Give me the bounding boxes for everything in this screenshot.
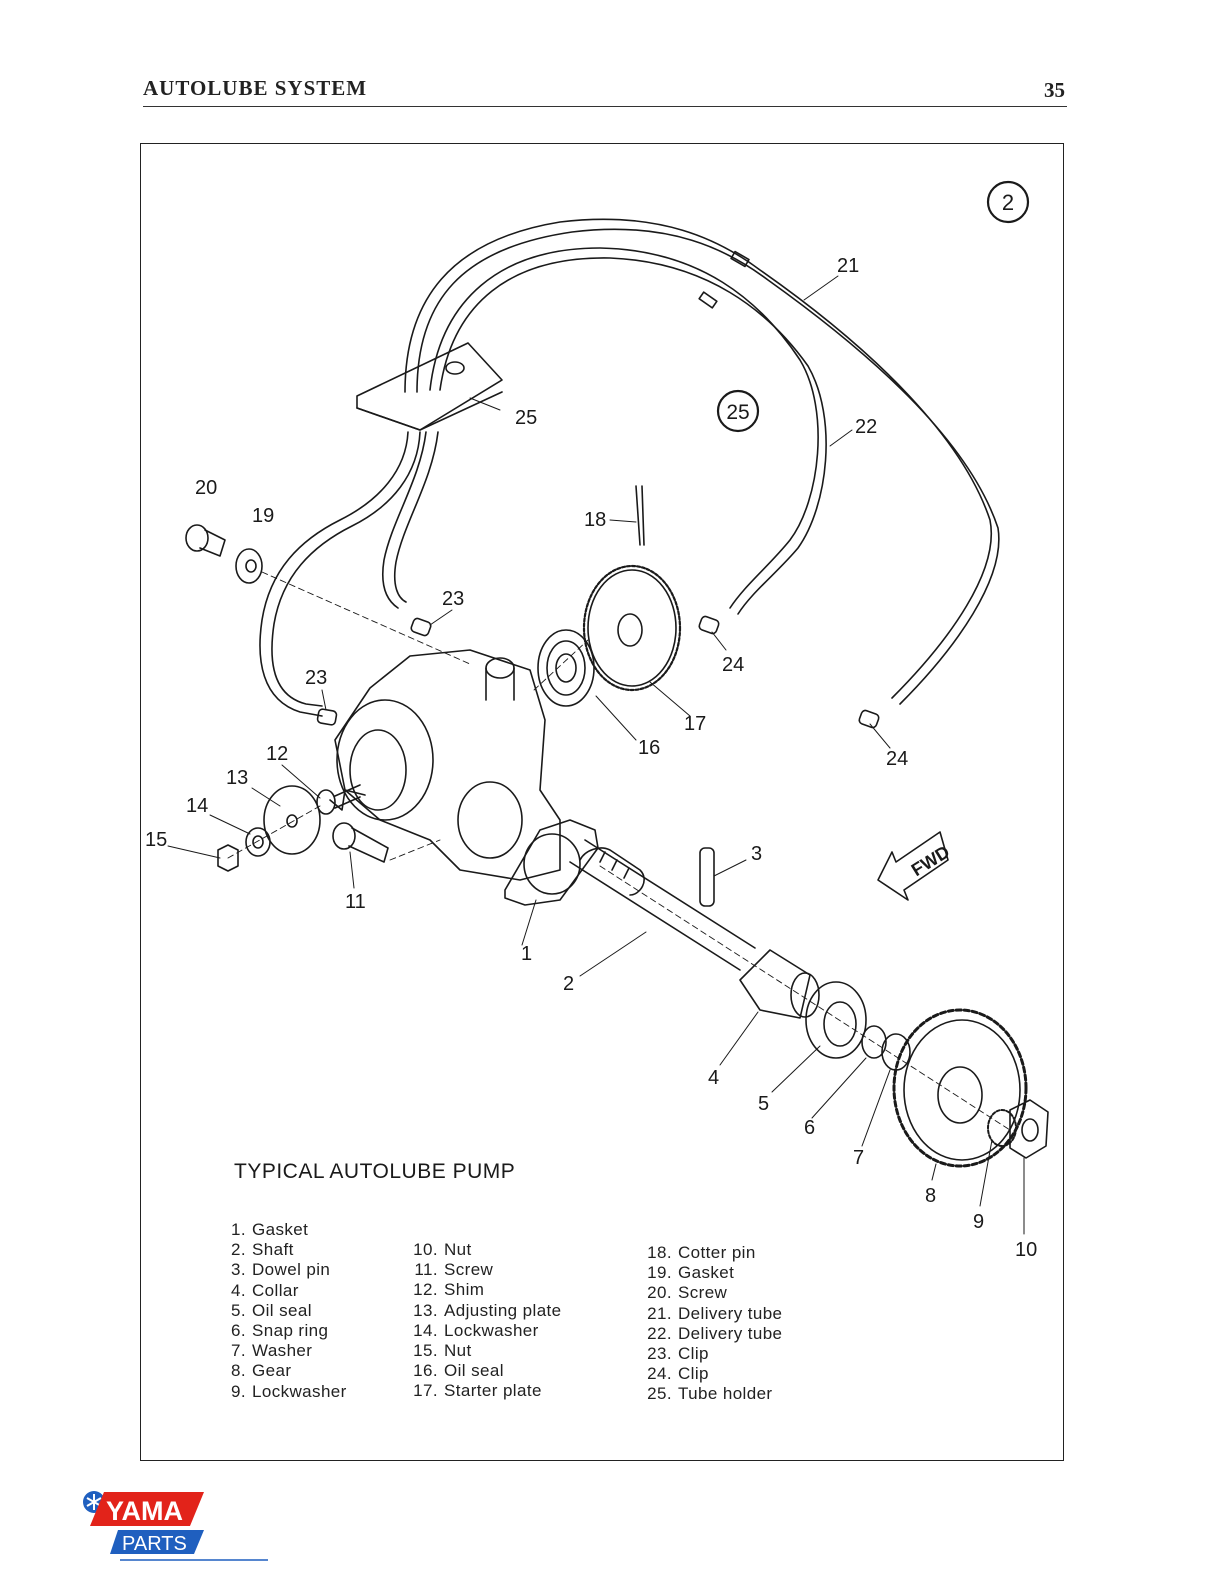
figure-caption: TYPICAL AUTOLUBE PUMP — [234, 1160, 516, 1183]
legend-item: 21.Delivery tube — [647, 1303, 783, 1323]
legend-item: 5.Oil seal — [231, 1300, 312, 1320]
legend-item: 8.Gear — [231, 1361, 292, 1381]
legend-item: 18.Cotter pin — [647, 1243, 756, 1262]
callout-24-right: 24 — [886, 748, 908, 770]
snap-ring-6 — [861, 1025, 887, 1059]
logo-text-parts: PARTS — [122, 1533, 187, 1555]
callout-23-top: 23 — [442, 588, 464, 610]
legend-item: 22.Delivery tube — [647, 1323, 783, 1343]
legend-column-2: 10.Nut 11.Screw 12.Shim 13.Adjusting pla… — [404, 1240, 562, 1402]
legend-column-1: 1.Gasket 2.Shaft 3.Dowel pin 4.Collar 5.… — [222, 1220, 347, 1402]
leader-lines — [167, 275, 1025, 1235]
legend-item: 10.Nut — [413, 1240, 472, 1259]
legend-item: 20.Screw — [647, 1283, 728, 1303]
callout-14: 14 — [186, 795, 208, 817]
figure-number: 2 — [1002, 190, 1014, 215]
view-callout: 25 — [726, 401, 749, 424]
starter-plate-17 — [582, 564, 682, 692]
legend-item: 4.Collar — [231, 1280, 299, 1300]
callout-8: 8 — [925, 1185, 936, 1207]
legend-column-3: 18.Cotter pin 19.Gasket 20.Screw 21.Deli… — [638, 1243, 782, 1405]
logo-text-yama: YAMA — [106, 1496, 183, 1526]
callout-22: 22 — [855, 416, 877, 438]
tube-holder — [356, 342, 503, 431]
oil-seal-16 — [537, 629, 595, 707]
legend-item: 15.Nut — [413, 1340, 472, 1360]
screw-11 — [332, 822, 389, 863]
page-header: AUTOLUBE SYSTEM 35 — [143, 72, 1067, 107]
legend-item: 3.Dowel pin — [231, 1260, 331, 1280]
gear-8 — [892, 1008, 1028, 1168]
legend-item: 25.Tube holder — [647, 1384, 773, 1404]
callout-17: 17 — [684, 713, 706, 735]
callout-16: 16 — [638, 737, 660, 759]
callout-3: 3 — [751, 843, 762, 865]
pump-body — [329, 649, 561, 881]
legend-item: 19.Gasket — [647, 1263, 735, 1283]
tuning-fork-glyph — [86, 1494, 102, 1510]
assembly-axes — [227, 571, 1011, 1131]
nut-10 — [1009, 1099, 1049, 1159]
logo-blue-band — [110, 1530, 204, 1554]
page-number: 35 — [1044, 78, 1065, 102]
collar-4 — [739, 949, 820, 1019]
clips — [316, 615, 880, 729]
legend-item: 12.Shim — [413, 1280, 485, 1300]
legend-item: 11.Screw — [414, 1260, 494, 1280]
legend-item: 6.Snap ring — [231, 1320, 329, 1340]
legend-item: 13.Adjusting plate — [413, 1300, 562, 1320]
callout-10: 10 — [1015, 1239, 1037, 1261]
figure-frame — [140, 143, 1064, 1461]
legend-item: 24.Clip — [647, 1364, 709, 1384]
oil-seal-5 — [805, 981, 867, 1059]
delivery-tubes — [259, 218, 1000, 717]
callout-4: 4 — [708, 1067, 719, 1089]
view-callout-circle — [716, 389, 760, 433]
gasket-1 — [504, 819, 599, 906]
cotter-pin-18 — [635, 485, 645, 546]
callout-labels: 2 25 FWD 1 2 3 4 5 6 7 8 9 10 11 12 13 1… — [145, 190, 1037, 1261]
callout-7: 7 — [853, 1147, 864, 1169]
section-title: AUTOLUBE SYSTEM — [143, 76, 368, 100]
legend-item: 1.Gasket — [231, 1220, 309, 1239]
legend-item: 16.Oil seal — [413, 1361, 504, 1381]
callout-18: 18 — [584, 509, 606, 531]
callout-20: 20 — [195, 477, 217, 499]
callout-5: 5 — [758, 1093, 769, 1115]
callout-13: 13 — [226, 767, 248, 789]
legend-item: 2.Shaft — [231, 1240, 294, 1260]
callout-23-left: 23 — [305, 667, 327, 689]
legend-item: 23.Clip — [647, 1343, 709, 1363]
legend-item: 14.Lockwasher — [413, 1320, 539, 1340]
callout-25: 25 — [515, 407, 537, 429]
screw-20 — [185, 524, 226, 557]
callout-19: 19 — [252, 505, 274, 527]
fwd-label: FWD — [908, 841, 953, 880]
callout-11: 11 — [345, 891, 366, 913]
callout-15: 15 — [145, 829, 167, 851]
logo-red-band — [90, 1492, 204, 1526]
adjust-parts — [217, 784, 361, 872]
legend-item: 17.Starter plate — [413, 1381, 542, 1401]
callout-2: 2 — [563, 973, 574, 995]
figure-number-circle — [986, 180, 1030, 224]
shaft-2 — [569, 839, 756, 971]
callout-24-mid: 24 — [722, 654, 744, 676]
fwd-arrow — [877, 831, 949, 901]
yamaparts-logo[interactable]: YAMA PARTS — [80, 1490, 270, 1562]
callout-21: 21 — [837, 255, 859, 277]
callout-1: 1 — [521, 943, 532, 965]
callout-9: 9 — [973, 1211, 984, 1233]
dowel-pin-3 — [699, 847, 715, 907]
callout-6: 6 — [804, 1117, 815, 1139]
lockwasher-9 — [987, 1109, 1017, 1147]
legend-item: 7.Washer — [231, 1341, 313, 1361]
legend-item: 9.Lockwasher — [231, 1381, 347, 1401]
gasket-19 — [235, 548, 263, 584]
callout-12: 12 — [266, 743, 288, 765]
